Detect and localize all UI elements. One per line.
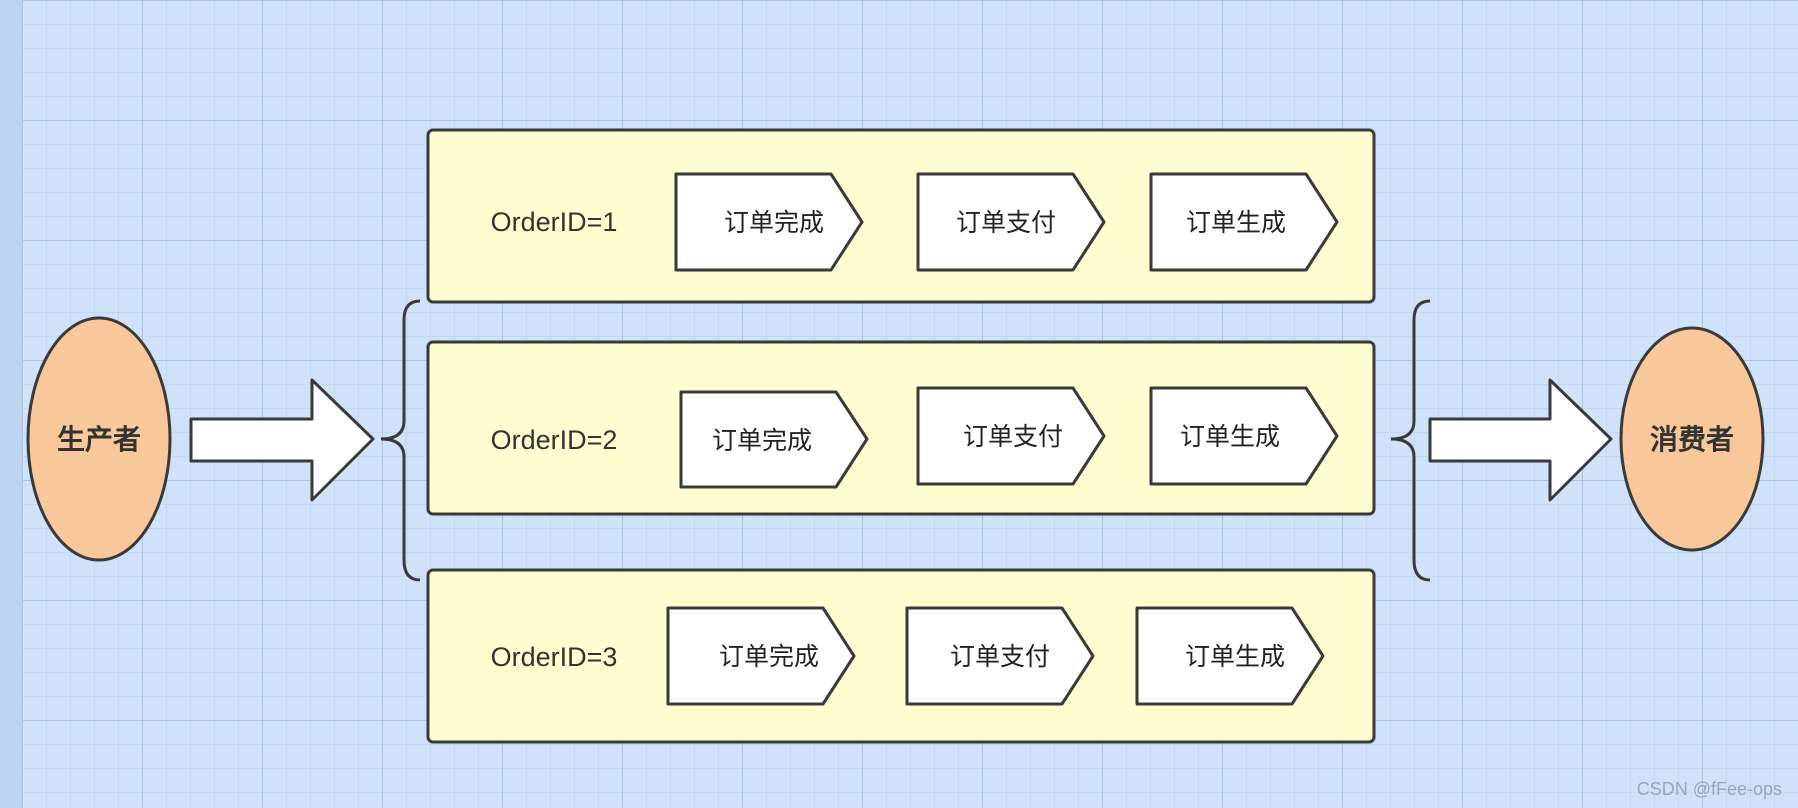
order-id-label: OrderID=1 (491, 207, 618, 237)
step-label: 订单生成 (1186, 209, 1286, 237)
queue-box[interactable]: OrderID=2 订单完成 订单支付 订单生成 (426, 340, 1376, 516)
queue-box[interactable]: OrderID=3 订单完成 订单支付 订单生成 (426, 568, 1376, 744)
step-tag[interactable]: 订单完成 (674, 172, 864, 272)
step-label: 订单支付 (950, 643, 1050, 671)
producer-label: 生产者 (57, 424, 141, 455)
step-label: 订单完成 (712, 427, 812, 455)
consumer-node[interactable]: 消费者 (1619, 326, 1765, 552)
step-tag[interactable]: 订单支付 (905, 606, 1095, 706)
step-tag[interactable]: 订单完成 (666, 606, 856, 706)
order-id-label: OrderID=2 (491, 425, 618, 455)
left-brace (380, 299, 421, 582)
step-tag[interactable]: 订单生成 (1149, 386, 1339, 486)
step-label: 订单生成 (1180, 423, 1280, 451)
step-label: 订单完成 (724, 209, 824, 237)
step-tag[interactable]: 订单支付 (916, 172, 1106, 272)
right-brace (1390, 299, 1431, 582)
canvas-left-strip (0, 0, 23, 808)
step-tag[interactable]: 订单生成 (1149, 172, 1339, 272)
step-tag[interactable]: 订单支付 (916, 386, 1106, 486)
step-label: 订单生成 (1185, 643, 1285, 671)
step-label: 订单支付 (963, 423, 1063, 451)
step-label: 订单完成 (719, 643, 819, 671)
consumer-label: 消费者 (1650, 424, 1734, 455)
queue-box[interactable]: OrderID=1 订单完成 订单支付 订单生成 (426, 128, 1376, 304)
order-id-label: OrderID=3 (491, 642, 618, 672)
producer-node[interactable]: 生产者 (26, 316, 172, 562)
consumer-arrow (1428, 378, 1613, 502)
step-label: 订单支付 (956, 209, 1056, 237)
step-tag[interactable]: 订单生成 (1135, 606, 1325, 706)
producer-arrow (189, 378, 375, 502)
step-tag[interactable]: 订单完成 (679, 390, 869, 489)
watermark-text: CSDN @fFee-ops (1637, 779, 1782, 799)
